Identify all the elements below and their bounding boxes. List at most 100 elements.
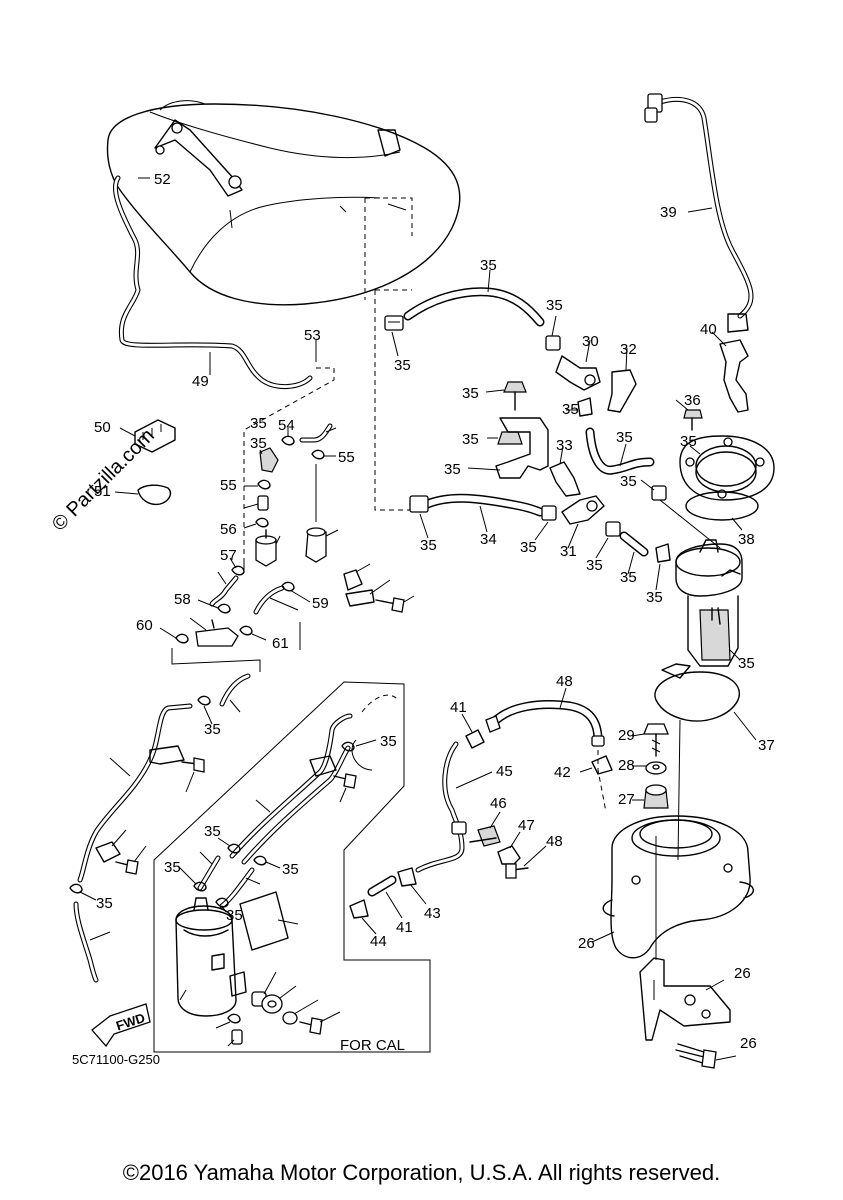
tube-54 [229, 713, 353, 865]
callout: 35 [380, 733, 397, 750]
bolt-50 [115, 859, 139, 875]
cap-56 [231, 1029, 243, 1045]
callout: 30 [582, 333, 599, 350]
callout: 35 [480, 257, 497, 274]
tube-27 [415, 741, 467, 873]
callout: 40 [700, 321, 717, 338]
callout: 35 [282, 861, 299, 878]
callout: 35 [164, 859, 181, 876]
callout: 39 [660, 204, 677, 221]
hose-55-b [219, 867, 255, 909]
callout: 48 [546, 833, 563, 850]
nut-17 [497, 431, 523, 445]
callout: 35 [444, 461, 461, 478]
callout: 45 [496, 763, 513, 780]
joint-45 [195, 619, 239, 647]
callout: 35 [646, 589, 663, 606]
hose-46 [219, 673, 251, 707]
callout: 43 [424, 905, 441, 922]
hose-43 [209, 575, 239, 607]
callout: 37 [758, 737, 775, 754]
callout: 31 [560, 543, 577, 560]
callout: 52 [154, 171, 171, 188]
plate-19 [679, 435, 775, 501]
valve-39 [305, 527, 327, 563]
hose-23 [644, 93, 754, 333]
valve-40 [255, 529, 277, 567]
callout: 26 [734, 965, 751, 982]
part-34 [137, 484, 172, 506]
clamp-13-e [651, 485, 667, 501]
fuel-tank-base-3 [602, 815, 754, 959]
bracket-54 [309, 755, 337, 777]
bolt-16 [503, 381, 527, 411]
fwd-arrow-icon: FWD [91, 1003, 151, 1048]
clamp-26-b [591, 755, 613, 775]
callout: 35 [738, 655, 755, 672]
hose-51 [73, 901, 99, 983]
clip-35-f [217, 603, 231, 614]
clip-35-c [257, 479, 271, 490]
clamp-33 [134, 419, 176, 453]
bolt-61 [299, 1017, 323, 1035]
connector-7-lower [561, 495, 605, 525]
clamp-13-c [409, 495, 429, 513]
callout: 29 [618, 727, 635, 744]
clamp-8-upper [607, 369, 637, 413]
callout: 35 [462, 385, 479, 402]
clamp-13-a [384, 315, 404, 331]
hose-31 [485, 700, 605, 747]
clamp-14-lower [655, 543, 671, 563]
callout: 32 [620, 341, 637, 358]
callout: 55 [220, 477, 237, 494]
bracket-1 [639, 957, 731, 1041]
diagram-code: 5C71100-G250 [72, 1052, 160, 1067]
washer-60 [282, 1011, 298, 1025]
bolt-30 [505, 863, 529, 879]
callout: 35 [420, 537, 437, 554]
callout: 35 [620, 473, 637, 490]
callout: 61 [272, 635, 289, 652]
callout: 35 [562, 401, 579, 418]
hose-ref-upper [351, 694, 399, 771]
clip-35-d [255, 517, 269, 528]
oring-21 [654, 663, 740, 722]
callout: 44 [370, 933, 387, 950]
callout: 55 [338, 449, 355, 466]
clip-35-g [281, 581, 295, 592]
washer-5 [645, 761, 667, 775]
valve-36 [259, 447, 279, 473]
callout: 35 [520, 539, 537, 556]
clip-35-e [231, 565, 245, 576]
clip-35-i [239, 625, 253, 636]
callout: 41 [450, 699, 467, 716]
callout-labels: 26 26 26 27 28 29 30 31 32 33 34 35 35 3… [94, 171, 775, 1052]
callout: 28 [618, 757, 635, 774]
callout-labels-2: 35 35 35 35 35 35 35 35 [96, 415, 397, 924]
callout: 48 [556, 673, 573, 690]
callout: 60 [136, 617, 153, 634]
bracket-24 [719, 339, 749, 413]
clip-35-o [193, 881, 207, 892]
hose-12 [585, 427, 655, 475]
bolt-48-b [333, 773, 357, 789]
fuel-tank [106, 100, 461, 306]
callout: 34 [480, 531, 497, 548]
callout: 58 [174, 591, 191, 608]
callout: 59 [312, 595, 329, 612]
callout: 56 [220, 521, 237, 538]
clamp-49 [95, 841, 121, 863]
clip-35-m [227, 843, 241, 854]
pipe-25 [367, 875, 397, 897]
bolt-2 [675, 1043, 717, 1069]
clip-35-p [215, 897, 229, 908]
callout: 41 [396, 919, 413, 936]
tube-47 [77, 703, 193, 883]
callout: 46 [490, 795, 507, 812]
callout: 35 [96, 895, 113, 912]
clip-35-l [341, 741, 355, 752]
callout: 57 [220, 547, 237, 564]
clamp-26-c [397, 867, 417, 887]
callout: 35 [616, 429, 633, 446]
bolt-48-a [181, 757, 205, 773]
